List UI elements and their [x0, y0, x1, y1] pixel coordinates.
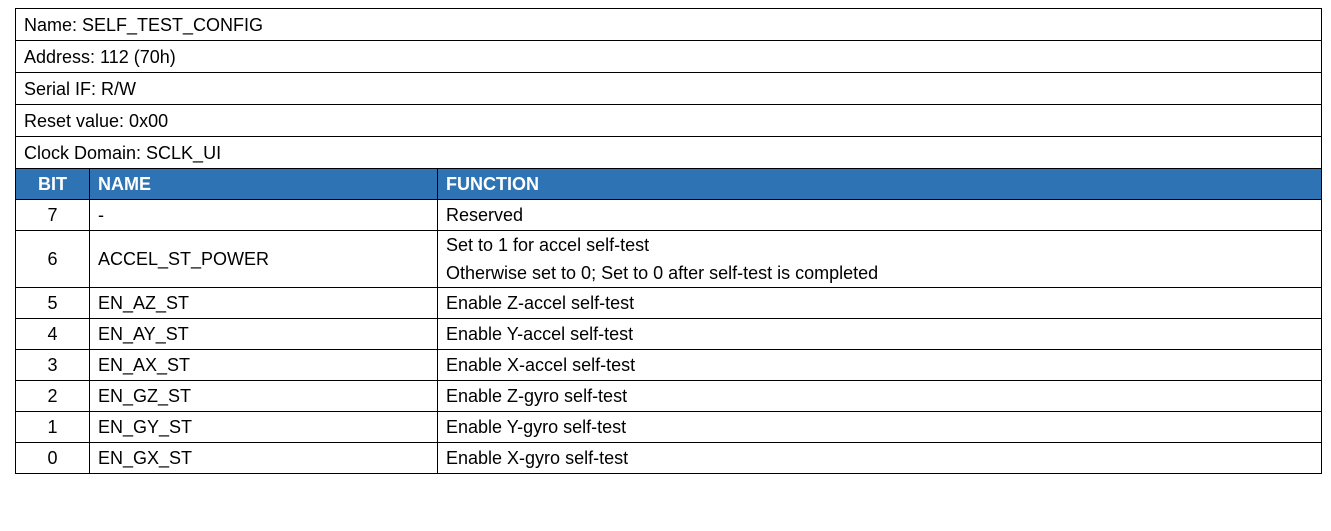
register-table: Name: SELF_TEST_CONFIG Address: 112 (70h…: [14, 8, 1323, 474]
function-line: Enable X-gyro self-test: [446, 447, 629, 468]
column-header-function: FUNCTION: [436, 168, 1323, 200]
register-description: Name: SELF_TEST_CONFIG Address: 112 (70h…: [14, 8, 1323, 474]
register-clock-domain-row: Clock Domain: SCLK_UI: [14, 136, 1323, 169]
field-name-cell: EN_AX_ST: [89, 349, 438, 381]
bit-cell: 3: [15, 349, 90, 381]
field-name-cell: -: [89, 199, 438, 231]
field-name-cell: EN_AY_ST: [89, 318, 438, 350]
bit-cell: 5: [15, 287, 90, 319]
field-name-cell: EN_AZ_ST: [89, 287, 438, 319]
bit-cell: 7: [15, 199, 90, 231]
field-name-cell: ACCEL_ST_POWER: [89, 230, 438, 288]
register-serial-if-row: Serial IF: R/W: [14, 72, 1323, 105]
table-row: 7-Reserved: [15, 199, 1323, 231]
function-cell: Enable Z-accel self-test: [436, 287, 1323, 319]
function-line: Enable Z-accel self-test: [446, 292, 635, 313]
field-name-cell: EN_GX_ST: [89, 442, 438, 474]
register-reset-value-row: Reset value: 0x00: [14, 104, 1323, 137]
function-line: Enable Z-gyro self-test: [446, 385, 628, 406]
function-line: Set to 1 for accel self-test: [446, 235, 650, 255]
function-line: Otherwise set to 0; Set to 0 after self-…: [446, 263, 879, 283]
function-line: Reserved: [446, 204, 524, 225]
register-name-row: Name: SELF_TEST_CONFIG: [14, 8, 1323, 41]
bit-cell: 0: [15, 442, 90, 474]
register-serial-if: Serial IF: R/W: [14, 72, 1323, 105]
field-name-cell: EN_GY_ST: [89, 411, 438, 443]
register-name: Name: SELF_TEST_CONFIG: [14, 8, 1323, 41]
column-header-name: NAME: [89, 168, 438, 200]
function-cell: Enable Y-gyro self-test: [436, 411, 1323, 443]
function-cell: Enable Z-gyro self-test: [436, 380, 1323, 412]
column-header-row: BIT NAME FUNCTION: [15, 168, 1323, 200]
bit-cell: 2: [15, 380, 90, 412]
function-line: Enable Y-gyro self-test: [446, 416, 627, 437]
function-cell: Enable Y-accel self-test: [436, 318, 1323, 350]
bit-cell: 6: [15, 230, 90, 288]
field-name-cell: EN_GZ_ST: [89, 380, 438, 412]
bit-cell: 1: [15, 411, 90, 443]
function-line: Enable X-accel self-test: [446, 354, 636, 375]
register-address: Address: 112 (70h): [14, 40, 1323, 73]
function-cell: Enable X-gyro self-test: [436, 442, 1323, 474]
register-clock-domain: Clock Domain: SCLK_UI: [14, 136, 1323, 169]
bit-cell: 4: [15, 318, 90, 350]
column-header-bit: BIT: [15, 168, 90, 200]
function-cell: Enable X-accel self-test: [436, 349, 1323, 381]
register-reset-value: Reset value: 0x00: [14, 104, 1323, 137]
function-cell: Reserved: [436, 199, 1323, 231]
register-address-row: Address: 112 (70h): [14, 40, 1323, 73]
function-line: Enable Y-accel self-test: [446, 323, 634, 344]
